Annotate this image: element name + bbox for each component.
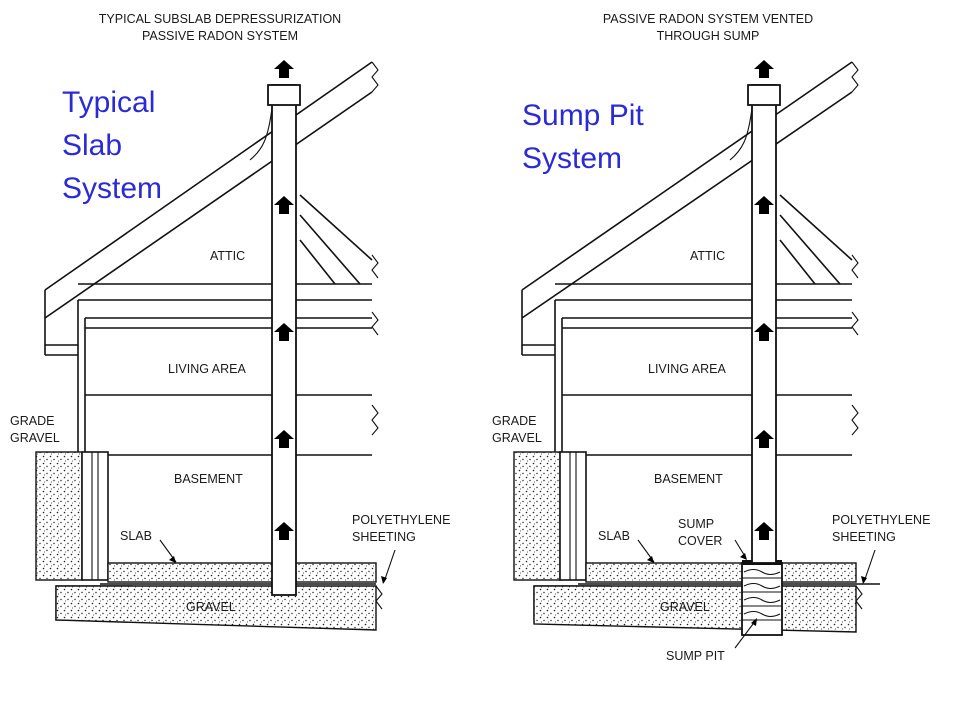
up-arrow-icon bbox=[754, 430, 774, 448]
left-label-attic: ATTIC bbox=[210, 249, 245, 263]
left-roof-top bbox=[44, 61, 373, 291]
right-label-grade: GRADE bbox=[492, 414, 536, 428]
right-callout-line2: System bbox=[522, 142, 622, 175]
left-callout-line3: System bbox=[62, 172, 162, 205]
right-label-attic: ATTIC bbox=[690, 249, 725, 263]
left-label-polyethylene: POLYETHYLENE bbox=[352, 513, 450, 527]
left-gravel-bed bbox=[55, 585, 377, 631]
up-arrow-icon bbox=[754, 522, 774, 540]
left-title-line1: TYPICAL SUBSLAB DEPRESSURIZATION bbox=[99, 12, 341, 26]
left-callout-line2: Slab bbox=[62, 129, 122, 162]
right-label-living-area: LIVING AREA bbox=[648, 362, 726, 376]
right-label-gravel: GRAVEL bbox=[660, 600, 710, 614]
right-diagram: PASSIVE RADON SYSTEM VENTED THROUGH SUMP bbox=[492, 12, 930, 663]
left-label-basement: BASEMENT bbox=[174, 472, 243, 486]
right-title-line1: PASSIVE RADON SYSTEM VENTED bbox=[603, 12, 813, 26]
right-label-polyethylene: POLYETHYLENE bbox=[832, 513, 930, 527]
right-label-sheeting: SHEETING bbox=[832, 530, 896, 544]
left-label-gravel-side: GRAVEL bbox=[10, 431, 60, 445]
up-arrow-icon bbox=[754, 323, 774, 341]
right-label-basement: BASEMENT bbox=[654, 472, 723, 486]
right-gravel-backfill bbox=[513, 451, 561, 581]
left-roof-bottom bbox=[44, 91, 373, 319]
right-callout-line1: Sump Pit bbox=[522, 99, 644, 132]
left-callout-line1: Typical bbox=[62, 86, 155, 119]
up-arrow-icon bbox=[274, 323, 294, 341]
up-arrow-icon bbox=[274, 522, 294, 540]
left-vent-cap bbox=[267, 84, 301, 106]
right-slab bbox=[585, 562, 857, 583]
right-label-slab: SLAB bbox=[598, 529, 630, 543]
right-label-sump-pit: SUMP PIT bbox=[666, 649, 725, 663]
right-roof-bottom bbox=[521, 91, 853, 319]
left-gravel-backfill bbox=[35, 451, 83, 581]
left-title-line2: PASSIVE RADON SYSTEM bbox=[142, 29, 298, 43]
right-foundation-wall bbox=[559, 451, 587, 581]
right-vent-cap bbox=[747, 84, 781, 106]
up-arrow-icon bbox=[274, 196, 294, 214]
left-label-living-area: LIVING AREA bbox=[168, 362, 246, 376]
up-arrow-icon bbox=[274, 60, 294, 78]
left-slab bbox=[107, 562, 377, 583]
right-title-line2: THROUGH SUMP bbox=[657, 29, 760, 43]
left-label-grade: GRADE bbox=[10, 414, 54, 428]
left-label-sheeting: SHEETING bbox=[352, 530, 416, 544]
up-arrow-icon bbox=[754, 60, 774, 78]
right-label-sump: SUMP bbox=[678, 517, 714, 531]
left-diagram: TYPICAL SUBSLAB DEPRESSURIZATION PASSIVE… bbox=[10, 12, 450, 631]
right-roof-top bbox=[521, 61, 853, 291]
left-label-gravel: GRAVEL bbox=[186, 600, 236, 614]
right-label-gravel-side: GRAVEL bbox=[492, 431, 542, 445]
up-arrow-icon bbox=[274, 430, 294, 448]
right-label-cover: COVER bbox=[678, 534, 722, 548]
up-arrow-icon bbox=[754, 196, 774, 214]
left-label-slab: SLAB bbox=[120, 529, 152, 543]
left-foundation-wall bbox=[81, 451, 109, 581]
